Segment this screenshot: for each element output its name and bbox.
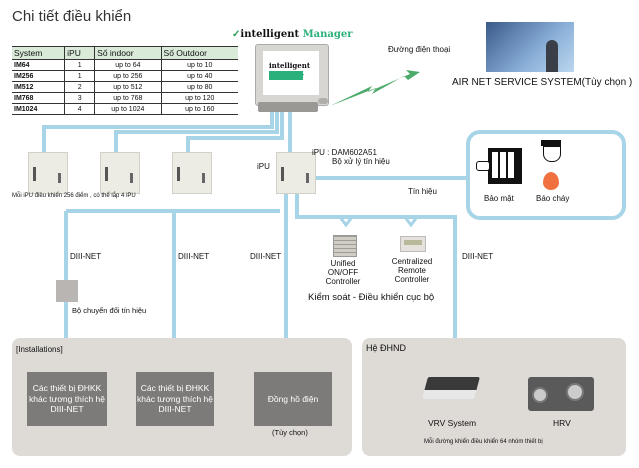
phone-line-label: Đường điện thoại: [388, 45, 451, 54]
page-title: Chi tiết điều khiển: [12, 8, 132, 25]
security-safe-icon: [488, 148, 522, 184]
ipu-unit-2: [100, 152, 140, 194]
ipu-unit-1: [28, 152, 68, 194]
intelligent-manager-logo: ✓intelligent Manager: [232, 29, 353, 40]
cell-system: IM768: [12, 92, 65, 104]
hrv-label: HRV: [553, 418, 571, 428]
fire-icon: [543, 172, 559, 190]
header-indoor: Số indoor: [94, 46, 162, 60]
security-box-outline: [466, 130, 626, 220]
table-row: IM64 1 up to 64 up to 10: [12, 59, 238, 71]
ipu-unit-3: [172, 152, 212, 194]
logo-part2: Manager: [302, 29, 353, 40]
air-net-label: AIR NET SERVICE SYSTEM(Tùy chọn ): [452, 77, 633, 88]
screen-line2: Manager: [269, 71, 304, 80]
cell-ipu: 4: [64, 103, 95, 115]
ipu-desc: Bộ xử lý tín hiệu: [332, 157, 390, 166]
cell-ipu: 3: [64, 92, 95, 104]
signal-label: Tín hiệu: [408, 187, 437, 196]
cell-indoor: up to 256: [94, 70, 162, 82]
cell-outdoor: up to 10: [160, 59, 238, 71]
vrv-label: VRV System: [428, 418, 477, 428]
installation-box-1: Các thiết bị ĐHKK khác tương thích hệ DI…: [27, 372, 107, 426]
cell-outdoor: up to 160: [160, 103, 238, 115]
ipu-label: iPU: [257, 162, 270, 171]
optional-label: (Tùy chọn): [272, 428, 308, 437]
header-outdoor: Số Outdoor: [160, 46, 238, 60]
header-ipu: iPU: [64, 46, 95, 60]
table-row: IM512 2 up to 512 up to 80: [12, 81, 238, 93]
monitor-screen: intelligent Manager: [263, 51, 319, 95]
unified-controller-icon: [333, 235, 357, 257]
operator-icon: [546, 40, 558, 72]
cell-indoor: up to 1024: [94, 103, 162, 115]
unified-controller-label: Unified ON/OFF Controller: [325, 259, 361, 287]
dnet-label-2: DIII-NET: [178, 252, 210, 261]
logo-part1: intelligent: [240, 29, 300, 40]
security-label: Bảo mật: [484, 194, 514, 203]
cell-outdoor: up to 120: [160, 92, 238, 104]
ipu-unit-main: [276, 152, 316, 194]
hand-icon: [476, 161, 490, 171]
hvac-note: Mỗi đường khiển điều khiển 64 nhóm thiết…: [424, 439, 543, 445]
dnet-label-3: DIII-NET: [250, 252, 282, 261]
installation-box-3: Đồng hồ điện: [254, 372, 332, 426]
cell-outdoor: up to 80: [160, 81, 238, 93]
screen-line1: intelligent: [269, 61, 311, 70]
signal-converter: [56, 280, 78, 302]
line-ipu-3: [186, 112, 284, 152]
ipu-note: Mỗi iPU điều khiển 256 điểm , có thể lắp…: [12, 193, 136, 199]
cell-system: IM256: [12, 70, 65, 82]
phone-line-arrow: [330, 70, 420, 106]
smoke-detector-icon: [541, 140, 561, 146]
spec-table-header: System iPU Số indoor Số Outdoor: [12, 46, 238, 60]
vrv-unit-icon: [422, 377, 480, 399]
spec-table: System iPU Số indoor Số Outdoor IM64 1 u…: [12, 46, 238, 115]
cell-ipu: 2: [64, 81, 95, 93]
cell-outdoor: up to 40: [160, 70, 238, 82]
keyboard-icon: [258, 102, 318, 112]
table-row: IM256 1 up to 256 up to 40: [12, 70, 238, 82]
cell-indoor: up to 768: [94, 92, 162, 104]
hvac-title: Hệ ĐHND: [366, 343, 407, 353]
air-net-service-image: [486, 22, 574, 72]
cell-system: IM1024: [12, 103, 65, 115]
converter-label: Bộ chuyển đổi tín hiệu: [72, 306, 147, 315]
fire-alarm-label: Báo cháy: [536, 194, 570, 203]
cell-ipu: 1: [64, 70, 95, 82]
cell-system: IM512: [12, 81, 65, 93]
installation-box-2: Các thiết bị ĐHKK khác tương thích hệ DI…: [136, 372, 214, 426]
hrv-unit-icon: [528, 377, 594, 411]
installations-title: [Installations]: [16, 345, 63, 354]
table-row: IM768 3 up to 768 up to 120: [12, 92, 238, 104]
table-row: IM1024 4 up to 1024 up to 160: [12, 103, 238, 115]
cell-indoor: up to 512: [94, 81, 162, 93]
cell-system: IM64: [12, 59, 65, 71]
local-control-caption: Kiểm soát - Điều khiển cục bộ: [308, 292, 435, 303]
centralized-controller-icon: [400, 236, 426, 252]
line-ipu-1: [42, 112, 274, 152]
cell-indoor: up to 64: [94, 59, 162, 71]
mouse-icon: [318, 98, 328, 104]
line-ipu-2: [114, 112, 279, 152]
cell-ipu: 1: [64, 59, 95, 71]
dnet-label-4: DIII-NET: [462, 252, 494, 261]
header-system: System: [12, 46, 65, 60]
line-dnet-4: [295, 192, 457, 350]
dnet-label-1: DIII-NET: [70, 252, 102, 261]
centralized-controller-label: Centralized Remote Controller: [391, 257, 433, 285]
computer-monitor: intelligent Manager: [255, 44, 329, 106]
ipu-model: iPU : DAM602A51: [312, 148, 377, 157]
